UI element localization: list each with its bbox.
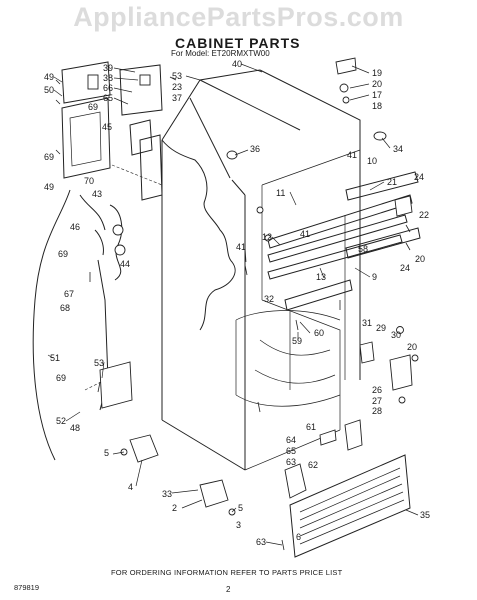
callout-9: 9	[372, 272, 377, 282]
callout-20: 20	[372, 79, 382, 89]
callout-20: 20	[415, 254, 425, 264]
callout-2: 2	[172, 503, 177, 513]
cabinet-outline	[161, 69, 361, 471]
diagram-title: CABINET PARTS	[175, 35, 301, 51]
callout-30: 30	[391, 330, 401, 340]
callout-20: 20	[407, 342, 417, 352]
part-callouts: 39 38 66 65 40 53 23 37 19 20 17 18 49 5…	[44, 59, 430, 547]
callout-38: 38	[103, 73, 113, 83]
callout-64: 64	[286, 435, 296, 445]
callout-12: 12	[262, 232, 272, 242]
diagram-code: 879819	[14, 583, 40, 592]
callout-69: 69	[44, 152, 54, 162]
ordering-note: FOR ORDERING INFORMATION REFER TO PARTS …	[111, 568, 343, 577]
callout-6: 6	[296, 532, 301, 542]
callout-29: 29	[376, 323, 386, 333]
callout-41: 41	[236, 242, 246, 252]
control-panel	[61, 61, 163, 201]
callout-46: 46	[70, 222, 80, 232]
wiring-harness	[32, 164, 163, 461]
callout-62: 62	[308, 460, 318, 470]
callout-41: 41	[300, 229, 310, 239]
site-watermark: AppliancePartsPros.com	[73, 2, 404, 32]
callout-48: 48	[70, 423, 80, 433]
page-number: 2	[226, 585, 231, 594]
callout-10: 10	[367, 156, 377, 166]
callout-17: 17	[372, 90, 382, 100]
callout-35: 35	[420, 510, 430, 520]
callout-3: 3	[236, 520, 241, 530]
callout-49: 49	[44, 182, 54, 192]
callout-21: 21	[387, 177, 397, 187]
callout-23: 23	[172, 82, 182, 92]
callout-5: 5	[238, 503, 243, 513]
callout-69: 69	[56, 373, 66, 383]
callout-24: 24	[414, 172, 424, 182]
callout-22: 22	[419, 210, 429, 220]
callout-60: 60	[314, 328, 324, 338]
callout-39: 39	[103, 63, 113, 73]
callout-41: 41	[347, 150, 357, 160]
callout-32: 32	[264, 294, 274, 304]
callout-28: 28	[372, 406, 382, 416]
callout-18: 18	[372, 101, 382, 111]
callout-69: 69	[88, 102, 98, 112]
callout-63: 63	[256, 537, 266, 547]
model-number: For Model: ET20RMXTW00	[171, 49, 270, 58]
callout-58: 58	[358, 244, 368, 254]
callout-34: 34	[393, 144, 403, 154]
callout-11: 11	[276, 188, 285, 198]
callout-49: 49	[44, 72, 54, 82]
leader-lines	[47, 63, 419, 546]
callout-40: 40	[232, 59, 242, 69]
callout-68: 68	[60, 303, 70, 313]
callout-43: 43	[92, 189, 102, 199]
callout-19: 19	[372, 68, 382, 78]
callout-66: 66	[103, 83, 113, 93]
callout-63: 63	[286, 457, 296, 467]
callout-5: 5	[104, 448, 109, 458]
callout-26: 26	[372, 385, 382, 395]
callout-53: 53	[172, 71, 182, 81]
callout-50: 50	[44, 85, 54, 95]
callout-52: 52	[56, 416, 66, 426]
toe-grille	[289, 454, 411, 558]
callout-33: 33	[162, 489, 172, 499]
callout-44: 44	[120, 259, 130, 269]
callout-27: 27	[372, 396, 382, 406]
callout-53: 53	[94, 358, 104, 368]
callout-59: 59	[292, 336, 302, 346]
callout-51: 51	[50, 353, 60, 363]
callout-67: 67	[64, 289, 74, 299]
mullion-rails	[267, 171, 421, 311]
callout-45: 45	[102, 122, 112, 132]
callout-24: 24	[400, 263, 410, 273]
callout-65: 65	[286, 446, 296, 456]
callout-13: 13	[316, 272, 326, 282]
callout-61: 61	[306, 422, 316, 432]
callout-37: 37	[172, 93, 182, 103]
callout-4: 4	[128, 482, 133, 492]
callout-36: 36	[250, 144, 260, 154]
callout-69: 69	[58, 249, 68, 259]
callout-65: 65	[103, 93, 113, 103]
callout-31: 31	[362, 318, 372, 328]
callout-70: 70	[84, 176, 94, 186]
